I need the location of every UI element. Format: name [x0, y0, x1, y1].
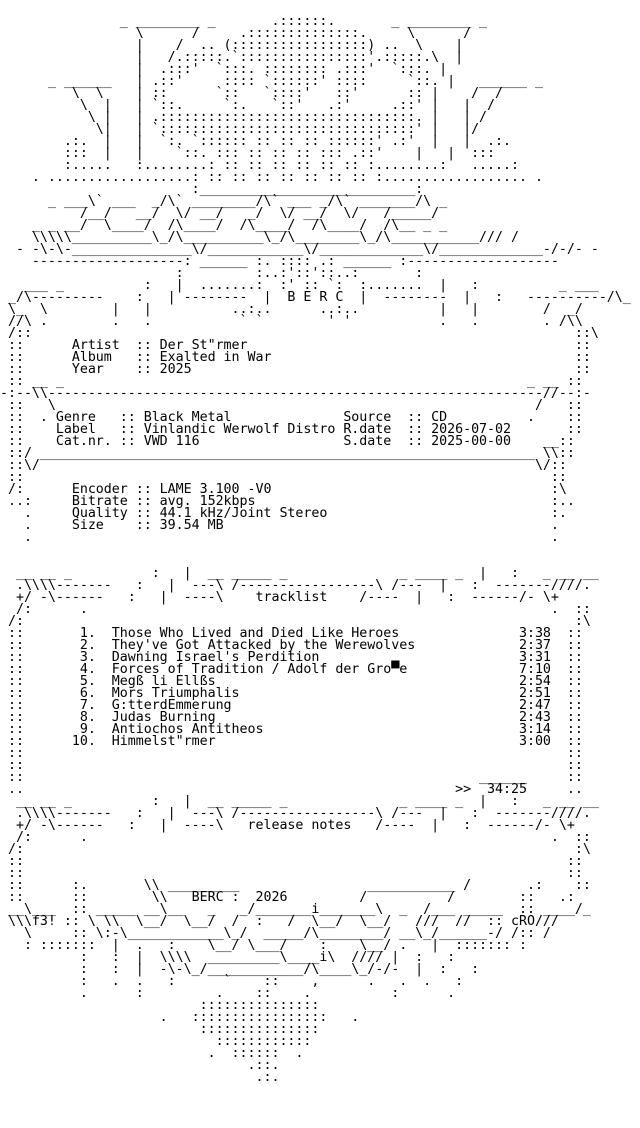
- nfo-line: :..... :........: :: :: :: :: :: :: :...…: [0, 158, 519, 173]
- nfo-line: /__/ __/ \/ __/ _/ \/ __/ \/ /_____/: [0, 206, 440, 221]
- nfo-line: . Quality :: 44.1 kHz/Joint Stereo :.: [0, 506, 567, 521]
- nfo-line: | / .. (:::::::::::::::::) .. \ |: [0, 38, 464, 53]
- nfo-line: . Size :: 39.54 MB .: [0, 518, 559, 533]
- nfo-line: :: Cat.nr. :: VWD 116 S.date :: 2025-00-…: [0, 434, 575, 449]
- nfo-line: _ ___\` ___ _/\` ________/\` ___ _/\` __…: [0, 194, 448, 209]
- nfo-line: .\\\\------- : | ---\ /-----------------…: [0, 578, 591, 593]
- nfo-line: ::/ ____________________________________…: [0, 446, 575, 461]
- nfo-line: _ _ __/ \____/ /\____/ /\____/ /\____/ /…: [0, 218, 448, 233]
- nfo-line: | .:::' `:::. :::::::: .:::' `:::. |: [0, 62, 448, 77]
- nfo-line: . :::::: .: [0, 1046, 304, 1061]
- nfo-line: :: 6. Mors Triumphalis 2:51 ::: [0, 686, 583, 701]
- nfo-line: . ..................: :: :: :: :: :: :: …: [0, 170, 543, 185]
- nfo-line: .. >> 34:25 ..: [0, 782, 583, 797]
- nfo-line: \\\\\__________\_/\__________\_/\_______…: [0, 230, 519, 245]
- nfo-line: :: 10. Himmelst"rmer 3:00 ::: [0, 734, 583, 749]
- nfo-line: :: \ / ::: [0, 398, 583, 413]
- nfo-line: :: 3. Dawning Israel's Perdition 3:31 ::: [0, 650, 583, 665]
- nfo-line: __ __ _ : | __ _____ _ _ ____ _ | : _ __…: [0, 794, 599, 809]
- nfo-line: :: 9. Antiochos Antitheos 3:14 ::: [0, 722, 583, 737]
- nfo-line: | /.:::::.`::::::::::::::::'.:::::.\ |: [0, 50, 464, 65]
- nfo-line: _ ________ _ .::::::. _ ________ _: [0, 14, 488, 29]
- nfo-line: /:: ::\: [0, 326, 599, 341]
- nfo-line: - -\-\-_______________\/____________\/__…: [0, 242, 599, 257]
- nfo-line: . ::::::::::::::::: .: [0, 1010, 360, 1025]
- nfo-line: \ | | `::. `:. `::' .:' .::' | | /: [0, 98, 496, 113]
- nfo-line: //\ . . . ` ` ' ' . . . /\\: [0, 314, 583, 329]
- nfo-line: .::.: [0, 1058, 280, 1073]
- nfo-line: :___________________________:: [0, 182, 424, 197]
- nfo-line: :: ::: [0, 746, 583, 761]
- nfo-line: \ :: \:-\____________\_/ _____/\________…: [0, 926, 551, 941]
- nfo-line: :: ::: [0, 854, 583, 869]
- nfo-line: :: Artist :: Der St"rmer ::: [0, 338, 591, 353]
- nfo-line: :: ::: [0, 758, 583, 773]
- nfo-line: :: Year :: 2025 ::: [0, 362, 591, 377]
- nfo-text: _ ________ _ .::::::. _ ________ _ \ / .…: [0, 4, 640, 1084]
- nfo-line: :::::::::::::::: [0, 1022, 320, 1037]
- nfo-line: :: . Genre :: Black Metal Source :: CD .…: [0, 410, 583, 425]
- nfo-line: :: ::: [0, 866, 583, 881]
- nfo-line: :: __ _ _ __ ::: [0, 374, 583, 389]
- nfo-line: .:.: [0, 1070, 280, 1084]
- nfo-line: ::::::::::::: [0, 1034, 312, 1049]
- nfo-line: ..: Bitrate :: avg. 152kbps :..: [0, 494, 575, 509]
- nfo-line: _/\--------- : | -------- | B E R C | --…: [0, 290, 631, 305]
- nfo-line: .:. | | `:. `:::::: :: :: :: ::::::' .:'…: [0, 134, 511, 149]
- nfo-line: : : | \\\\ _________\____i\ //// | : :: [0, 950, 456, 965]
- nfo-line: :: ______ ::: [0, 770, 583, 785]
- nfo-line: . .: [0, 530, 559, 545]
- nfo-line: -:--\\----------------------------------…: [0, 386, 591, 401]
- nfo-line: __\___ :: _____ __\__ _ _/_______i______…: [0, 902, 591, 917]
- nfo-line: :: 1. Those Who Lived and Died Like Hero…: [0, 626, 583, 641]
- nfo-line: ::\/ \/::: [0, 458, 567, 473]
- nfo-line: \ / .::::::::::::::. \ /: [0, 26, 472, 41]
- nfo-line: \\\f3! :: \ \\ \__/ \__/ / : / \__/ \__/…: [0, 914, 559, 929]
- nfo-line: __ __ _ : | __ _____ _ _ ____ _ | : _ __…: [0, 566, 599, 581]
- nfo-line: :: 7. G:tterdEmmerung 2:47 ::: [0, 698, 583, 713]
- nfo-line: :: 4. Forces of Tradition / Adolf der Gr…: [0, 662, 583, 677]
- nfo-line: [0, 544, 640, 556]
- nfo-line: \ \ | :: `:: `::::' ::' :: | / /: [0, 86, 504, 101]
- nfo-line: :: 5. Megß li Ellßs 2:54 ::: [0, 674, 583, 689]
- nfo-line: :: Album :: Exalted in War ::: [0, 350, 591, 365]
- nfo-line: /: :\: [0, 614, 591, 629]
- nfo-line: \| | `::::::::::::::::::::::::::::::::' …: [0, 122, 480, 137]
- nfo-line: /: . . ::: [0, 602, 591, 617]
- nfo-line: : : | -\-\_/____________/\____\_/-/- | :…: [0, 962, 480, 977]
- nfo-line: :: 2. They've Got Attacked by the Werewo…: [0, 638, 583, 653]
- nfo-line: .\\\\------- : | ---\ /-----------------…: [0, 806, 591, 821]
- nfo-line: /: . . ::: [0, 830, 591, 845]
- nfo-line: ::: | | `::. ::: :: :: :: ::: .::' | | :…: [0, 146, 496, 161]
- nfo-line: :: 8. Judas Burning 2:43 ::: [0, 710, 583, 725]
- nfo-line: /: :\: [0, 842, 591, 857]
- nfo-line: \_ \ | | ..:.. ..:.. | | / _/: [0, 302, 583, 317]
- nfo-line: :: :. \\ _________ ___________ / .: ::: [0, 878, 591, 893]
- nfo-line: +/ -\------ : | ----\ release notes /---…: [0, 818, 575, 833]
- nfo-line: :: :: \\ BERC : 2026 / / :: .:: [0, 890, 575, 905]
- nfo-line: :::::::::::::::: [0, 998, 320, 1013]
- nfo-line: +/ -\------ : | ----\ tracklist /---- | …: [0, 590, 559, 605]
- nfo-line: : ::::::: | . : \__/ \___/ : \__/ . | ::…: [0, 938, 527, 953]
- nfo-line: : . . : ` :: , . . . :: [0, 974, 464, 989]
- nfo-line: : :..:'::'::..: :: [0, 266, 424, 281]
- nfo-line: /: Encoder :: LAME 3.100 -V0 :\: [0, 482, 567, 497]
- nfo-line: ___ _ : | .......: :' :: `: :....... | :…: [0, 278, 599, 293]
- nfo-line: -------------------: ______ :. :::: .: _…: [0, 254, 559, 269]
- nfo-line: . : . :: . : .: [0, 986, 456, 1001]
- nfo-line: _ ______ | .::' :::: `::::::' :::: `::. …: [0, 74, 543, 89]
- nfo-line: \ | | .::::::::::::::::::::::::::::::::.…: [0, 110, 488, 125]
- nfo-line: :: Label :: Vinlandic Werwolf Distro R.d…: [0, 422, 583, 437]
- nfo-line: :: ::: [0, 470, 567, 485]
